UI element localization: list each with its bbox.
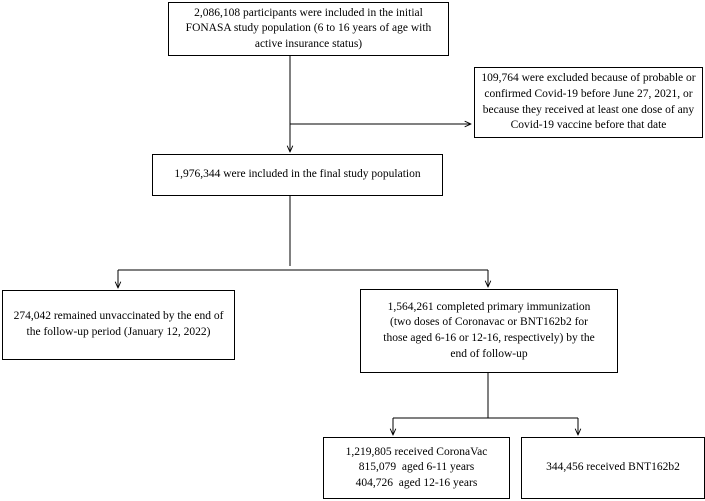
unvaccinated-line: the follow-up period (January 12, 2022) (26, 326, 211, 338)
bnt162b2-box: 344,456 received BNT162b2 (521, 437, 705, 499)
final-population-line: 1,976,344 were included in the final stu… (174, 168, 421, 181)
coronavac-age-12-16-line: 404,726 aged 12-16 years (355, 476, 478, 489)
primary-immunization-line: end of follow-up (450, 347, 528, 360)
primary-immunization-line: those aged 6-16 or 12-16, respectively) … (383, 332, 595, 344)
coronavac-total-line: 1,219,805 received CoronaVac (345, 445, 488, 458)
primary-immunization-line: (two doses of Coronavac or BNT162b2 for (389, 316, 588, 329)
coronavac-box: 1,219,805 received CoronaVac 815,079 age… (323, 437, 510, 499)
excluded-line: Covid-19 vaccine before that date (510, 119, 667, 132)
primary-immunization-line: 1,564,261 completed primary immunization (387, 300, 591, 313)
initial-population-line: active insurance status) (254, 37, 363, 50)
final-population-box: 1,976,344 were included in the final stu… (152, 154, 443, 196)
coronavac-age-6-11-line: 815,079 aged 6-11 years (358, 461, 475, 474)
primary-immunization-box: 1,564,261 completed primary immunization… (360, 289, 618, 373)
initial-population-line: 2,086,108 participants were included in … (194, 6, 423, 19)
unvaccinated-line: 274,042 remained unvaccinated by the end… (13, 310, 224, 323)
excluded-line: confirmed Covid-19 before June 27, 2021,… (484, 87, 693, 100)
excluded-line: because they received at least one dose … (482, 103, 695, 116)
initial-population-box: 2,086,108 participants were included in … (168, 2, 449, 56)
bnt162b2-line: 344,456 received BNT162b2 (546, 461, 680, 474)
excluded-line: 109,764 were excluded because of probabl… (481, 72, 696, 85)
initial-population-line: FONASA study population (6 to 16 years o… (185, 22, 432, 35)
excluded-box: 109,764 were excluded because of probabl… (474, 67, 703, 138)
unvaccinated-box: 274,042 remained unvaccinated by the end… (2, 290, 235, 360)
